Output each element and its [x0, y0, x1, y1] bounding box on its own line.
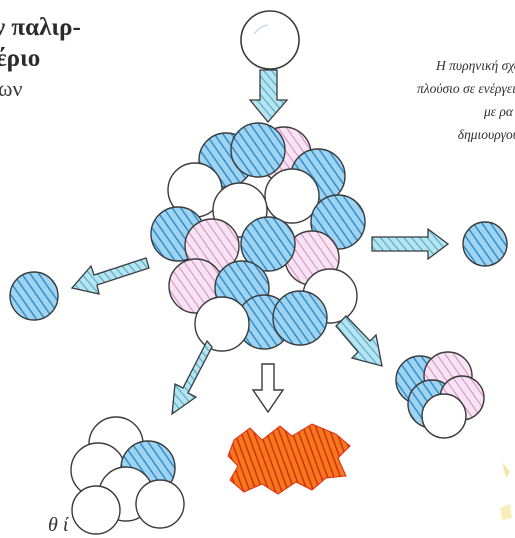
arrow-down-icon: [250, 70, 287, 122]
arrow-left-icon: [72, 258, 149, 294]
arrow-right-icon: [372, 229, 448, 259]
fragment-nucleus-left-icon: [71, 417, 184, 534]
arrow-down-energy-icon: [253, 364, 283, 412]
energy-burst-icon: [228, 424, 350, 494]
arrow-down-left-icon: [172, 341, 212, 414]
arrow-down-right-icon: [336, 316, 382, 366]
footer-text: θ ί: [48, 514, 68, 537]
fragment-nucleus-right-icon: [396, 352, 484, 438]
nucleus-icon: [151, 123, 365, 351]
neutron-right-icon: [463, 222, 507, 266]
margin-marks: [500, 462, 512, 520]
incoming-neutron-icon: [241, 11, 299, 69]
neutron-left-icon: [10, 272, 58, 320]
